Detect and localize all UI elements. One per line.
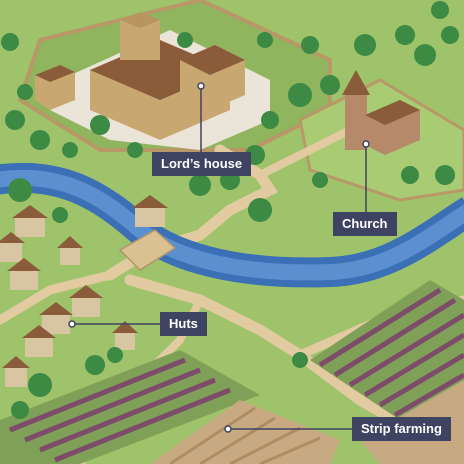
- village-path-west: [0, 270, 115, 325]
- label-huts: Huts: [160, 312, 207, 336]
- village-path-church: [256, 126, 354, 179]
- bridge: [118, 229, 177, 271]
- church-building: [342, 70, 420, 155]
- village-path-south: [124, 274, 436, 446]
- label-lords-house: Lord’s house: [152, 152, 252, 176]
- label-strip-farming: Strip farming: [352, 417, 451, 441]
- pointer-dot-strip-farming: [224, 425, 232, 433]
- pointer-dot-huts: [68, 320, 76, 328]
- pointer-dot-church: [362, 140, 370, 148]
- strip-fields-south: [0, 350, 340, 464]
- trees: [1, 1, 459, 419]
- manor-house: [35, 12, 245, 140]
- label-church: Church: [333, 212, 397, 236]
- river-highlight: [0, 169, 464, 281]
- strip-fields-east: [310, 280, 464, 464]
- village-huts: [0, 195, 168, 387]
- pointer-dot-lords-house: [197, 82, 205, 90]
